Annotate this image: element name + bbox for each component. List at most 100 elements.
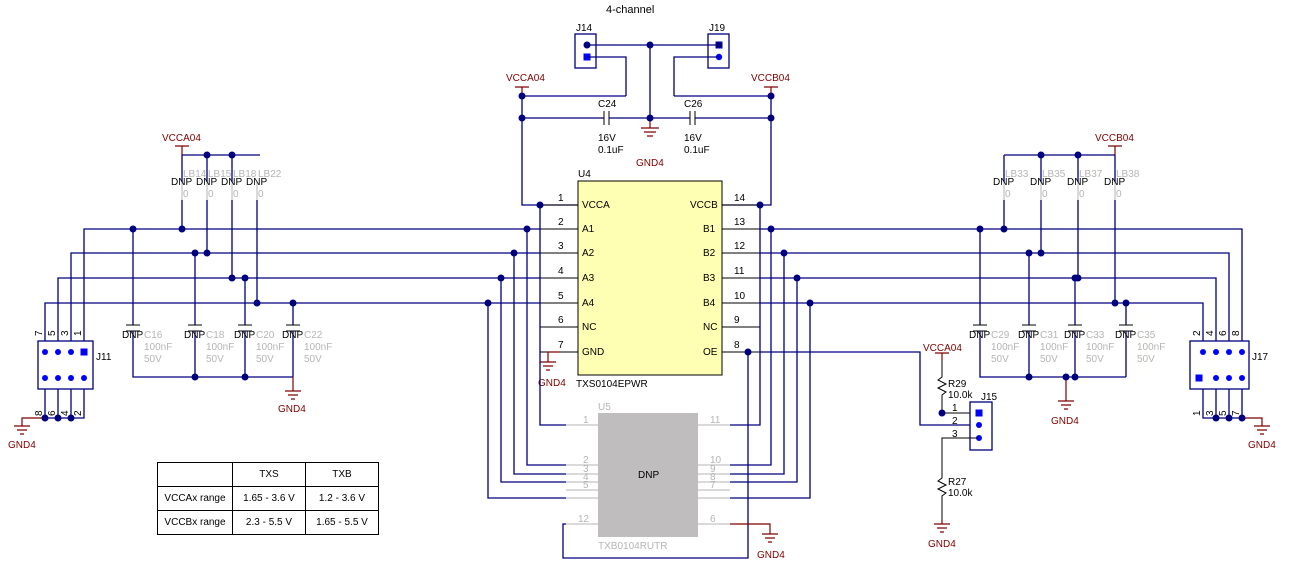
svg-text:0: 0 [1005,189,1011,200]
svg-text:8: 8 [34,410,45,416]
svg-text:DNP: DNP [969,330,990,341]
svg-text:DNP: DNP [1064,330,1085,341]
svg-text:11: 11 [710,415,721,426]
table-cell: 1.65 - 5.5 V [305,510,379,535]
gnd-u5: GND4 [757,550,785,561]
table-row: VCCAx range 1.65 - 3.6 V 1.2 - 3.6 V [157,486,379,511]
vcca04-flag-left: VCCA04 [162,133,201,155]
table-header-row: TXS TXB [157,462,379,487]
svg-text:GND4: GND4 [636,158,664,169]
svg-text:DNP: DNP [282,330,303,341]
svg-text:0: 0 [258,189,264,200]
svg-text:DNP: DNP [1030,177,1051,188]
gnd-symbol-top: GND4 [636,118,664,169]
svg-text:3: 3 [60,330,71,336]
right-resistor-labels: LB33 LB35 LB37 LB38 DNP DNP DNP DNP 0 0 … [993,169,1140,200]
resistor-r27: R27 10.0k [948,477,973,499]
svg-text:DNP: DNP [221,177,242,188]
svg-text:C16: C16 [144,330,163,341]
svg-text:7: 7 [710,480,716,491]
svg-text:50V: 50V [206,354,224,365]
svg-text:DNP: DNP [1115,330,1136,341]
u4-ref: U4 [578,169,591,180]
svg-text:100nF: 100nF [304,342,332,353]
svg-text:50V: 50V [1137,354,1155,365]
svg-text:13: 13 [734,217,746,228]
svg-text:0.1uF: 0.1uF [598,145,624,156]
header-j11[interactable]: J11 7 5 3 1 8 6 4 2 [34,330,112,416]
svg-text:12: 12 [578,514,590,525]
vccb04-flag-right: VCCB04 [1095,133,1134,155]
svg-text:50V: 50V [256,354,274,365]
cap-c24: C24 16V 0.1uF [598,99,624,156]
schematic-title: 4-channel [606,4,654,16]
svg-text:DNP: DNP [196,177,217,188]
header-j15[interactable]: J15 1 2 3 [952,392,998,451]
svg-text:C26: C26 [684,99,703,110]
svg-text:C24: C24 [598,99,617,110]
svg-text:GND: GND [582,347,604,358]
svg-text:14: 14 [734,193,746,204]
ic-u5-dnp[interactable]: U5 DNP TXB0104RUTR 1 2 3 4 5 12 11 10 9 … [566,402,730,552]
table-cell: 1.2 - 3.6 V [305,486,379,511]
svg-text:VCCA04: VCCA04 [162,133,201,144]
svg-text:C20: C20 [256,330,275,341]
svg-text:100nF: 100nF [1040,342,1068,353]
table-cell: 1.65 - 3.6 V [232,486,306,511]
svg-text:100nF: 100nF [991,342,1019,353]
svg-text:1: 1 [583,415,589,426]
header-j17[interactable]: J17 2 4 6 8 1 3 5 7 [1189,330,1269,416]
svg-text:DNP: DNP [1104,177,1125,188]
table-cell: 2.3 - 5.5 V [232,510,306,535]
svg-text:2: 2 [558,217,564,228]
svg-text:0: 0 [1079,189,1085,200]
svg-text:8: 8 [734,340,740,351]
svg-text:C31: C31 [1040,330,1059,341]
svg-text:A3: A3 [582,273,595,284]
svg-text:B1: B1 [703,224,716,235]
svg-text:A1: A1 [582,224,595,235]
svg-text:DNP: DNP [246,177,267,188]
svg-text:1: 1 [1192,410,1203,416]
svg-text:DNP: DNP [171,177,192,188]
svg-text:LB22: LB22 [258,169,282,180]
svg-text:C29: C29 [991,330,1010,341]
svg-text:3: 3 [583,464,589,475]
gnd-j15: GND4 [928,539,956,550]
svg-text:B3: B3 [703,273,716,284]
svg-text:100nF: 100nF [1086,342,1114,353]
svg-text:LB35: LB35 [1042,169,1066,180]
cap-c26: C26 16V 0.1uF [684,99,710,156]
j11-ref: J11 [96,352,112,363]
j15-ref: J15 [981,392,998,403]
svg-text:100nF: 100nF [1137,342,1165,353]
svg-text:0: 0 [1042,189,1048,200]
gnd-j11: GND4 [8,440,36,451]
svg-text:R29: R29 [948,379,967,390]
svg-text:VCCB04: VCCB04 [1095,133,1134,144]
table-header-cell: TXS [232,462,306,487]
svg-text:50V: 50V [991,354,1009,365]
j19-ref: J19 [709,23,726,34]
table-header-cell [157,462,233,487]
svg-text:4: 4 [558,266,564,277]
svg-text:1: 1 [73,330,84,336]
u5-dnp: DNP [638,470,659,481]
resistor-r29: R29 10.0k [948,379,973,401]
svg-text:C22: C22 [304,330,323,341]
svg-text:LB15: LB15 [208,169,232,180]
u4-part: TXS0104EPWR [576,379,648,390]
svg-text:2: 2 [583,455,589,466]
svg-text:0: 0 [1116,189,1122,200]
svg-text:0.1uF: 0.1uF [684,145,710,156]
svg-text:NC: NC [582,322,596,333]
svg-text:100nF: 100nF [256,342,284,353]
svg-text:11: 11 [734,266,745,277]
gnd-right-caps: GND4 [1051,416,1079,427]
svg-text:A2: A2 [582,248,595,259]
svg-text:5: 5 [558,291,564,302]
